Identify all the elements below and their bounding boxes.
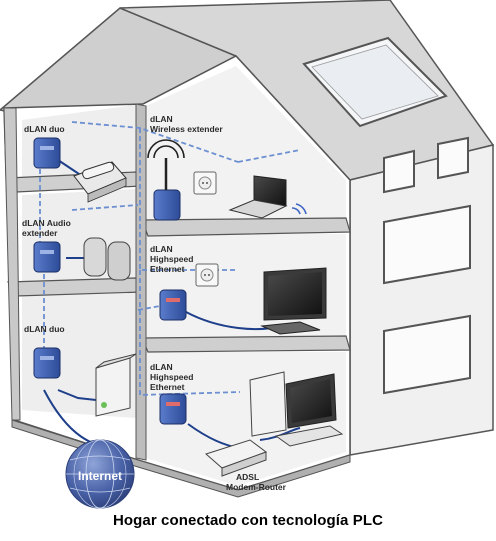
- adsl-router-icon: [205, 439, 268, 477]
- wall-socket-icon: [195, 263, 219, 287]
- internet-label: Internet: [78, 469, 122, 483]
- figure-caption: Hogar conectado con tecnología PLC: [112, 512, 384, 529]
- laptop-icon: [228, 175, 307, 219]
- dlan-duo-adapter-top: [33, 137, 61, 169]
- side-window: [383, 136, 471, 395]
- desktop-pc-icon: [249, 371, 344, 447]
- label-wireless-extender: dLAN Wireless extender: [150, 114, 223, 134]
- game-console-icon: [95, 353, 137, 417]
- label-audio-extender: dLAN Audio extender: [22, 218, 73, 238]
- internet-globe-icon: Internet: [65, 439, 135, 509]
- side-wall: [349, 136, 494, 456]
- wireless-extender-adapter: [147, 139, 185, 221]
- label-highspeed-bottom: dLAN Highspeed Ethernet: [150, 362, 196, 392]
- label-dlan-duo-top: dLAN duo: [24, 124, 65, 134]
- wall-socket-icon: [193, 171, 217, 195]
- highspeed-adapter-bottom: [159, 393, 187, 425]
- label-adsl-router: ADSL Modem-Router: [226, 472, 287, 492]
- dlan-audio-extender-adapter: [33, 241, 61, 273]
- tv-monitor-icon: [260, 267, 327, 335]
- dlan-duo-adapter-bottom: [33, 347, 61, 379]
- label-dlan-duo-bottom: dLAN duo: [24, 324, 65, 334]
- speaker-icon: [83, 237, 131, 281]
- telephone-icon: [73, 161, 127, 203]
- highspeed-adapter-mid: [159, 289, 187, 321]
- label-highspeed-mid: dLAN Highspeed Ethernet: [150, 244, 196, 274]
